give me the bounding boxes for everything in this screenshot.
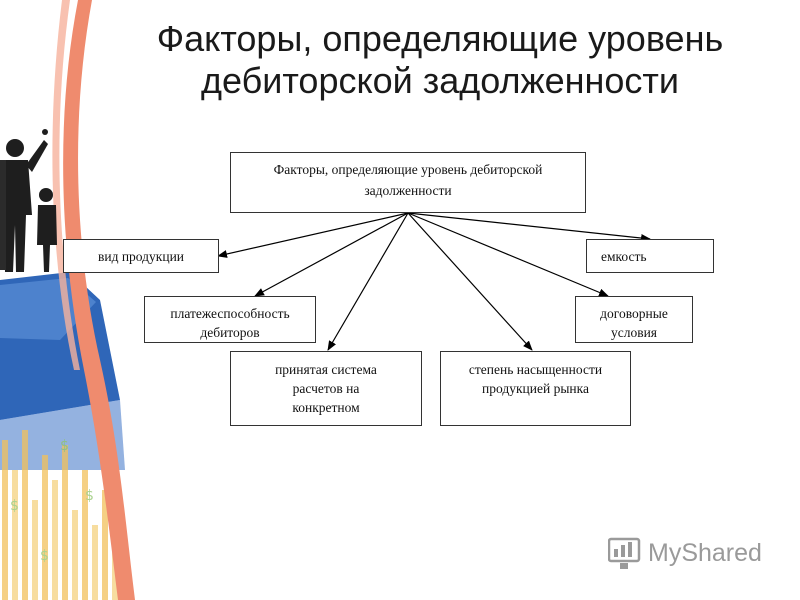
- node-contract-line-2: условия: [610, 325, 658, 340]
- svg-text:$: $: [10, 498, 19, 514]
- node-solvency-line-2: дебиторов: [200, 325, 260, 340]
- node-saturation: степень насыщенности продукцией рынка: [440, 351, 631, 426]
- node-product-type-label: вид продукции: [97, 249, 185, 264]
- slide-title: Факторы, определяющие уровень дебиторско…: [100, 18, 780, 102]
- root-factors-box: Факторы, определяющие уровень дебиторско…: [230, 152, 586, 213]
- node-settlement-line-2: расчетов на: [292, 381, 360, 396]
- svg-text:$: $: [60, 438, 69, 454]
- slide-title-line-1: Факторы, определяющие уровень: [156, 18, 724, 59]
- node-settlement-line-1: принятая система: [275, 362, 377, 377]
- node-settlement: принятая система расчетов на конкретном: [230, 351, 422, 426]
- node-contract-line-1: договорные: [600, 306, 668, 321]
- myshared-watermark: MyShared: [608, 537, 768, 573]
- node-settlement-line-3: конкретном: [292, 400, 360, 415]
- node-saturation-line-1: степень насыщенности: [468, 362, 603, 377]
- node-contract: договорные условия: [575, 296, 693, 343]
- arrow-to-saturation: [407, 212, 533, 351]
- arrow-to-contract: [407, 212, 609, 297]
- arrow-to-settlement: [327, 212, 409, 351]
- business-people-silhouette: [0, 129, 57, 272]
- node-capacity-label: емкость: [601, 249, 647, 264]
- svg-text:$: $: [85, 488, 94, 504]
- arrow-to-capacity: [407, 212, 651, 243]
- svg-text:$: $: [40, 548, 49, 564]
- slide-title-line-2: дебиторской задолженности: [200, 60, 680, 101]
- node-capacity: емкость: [586, 239, 714, 273]
- node-saturation-line-2: продукцией рынка: [482, 381, 589, 396]
- node-product-type: вид продукции: [63, 239, 219, 273]
- root-line-2: задолженности: [364, 183, 452, 198]
- myshared-logo-text: MyShared: [648, 539, 762, 567]
- root-line-1: Факторы, определяющие уровень дебиторско…: [273, 162, 543, 177]
- arrow-to-solvency: [254, 212, 409, 297]
- arrow-to-product-type: [217, 212, 409, 258]
- node-solvency-line-1: платежеспособность: [170, 306, 290, 321]
- myshared-logo-icon: [608, 537, 641, 569]
- salmon-ribbon: [63, 0, 135, 600]
- node-solvency: платежеспособность дебиторов: [144, 296, 316, 343]
